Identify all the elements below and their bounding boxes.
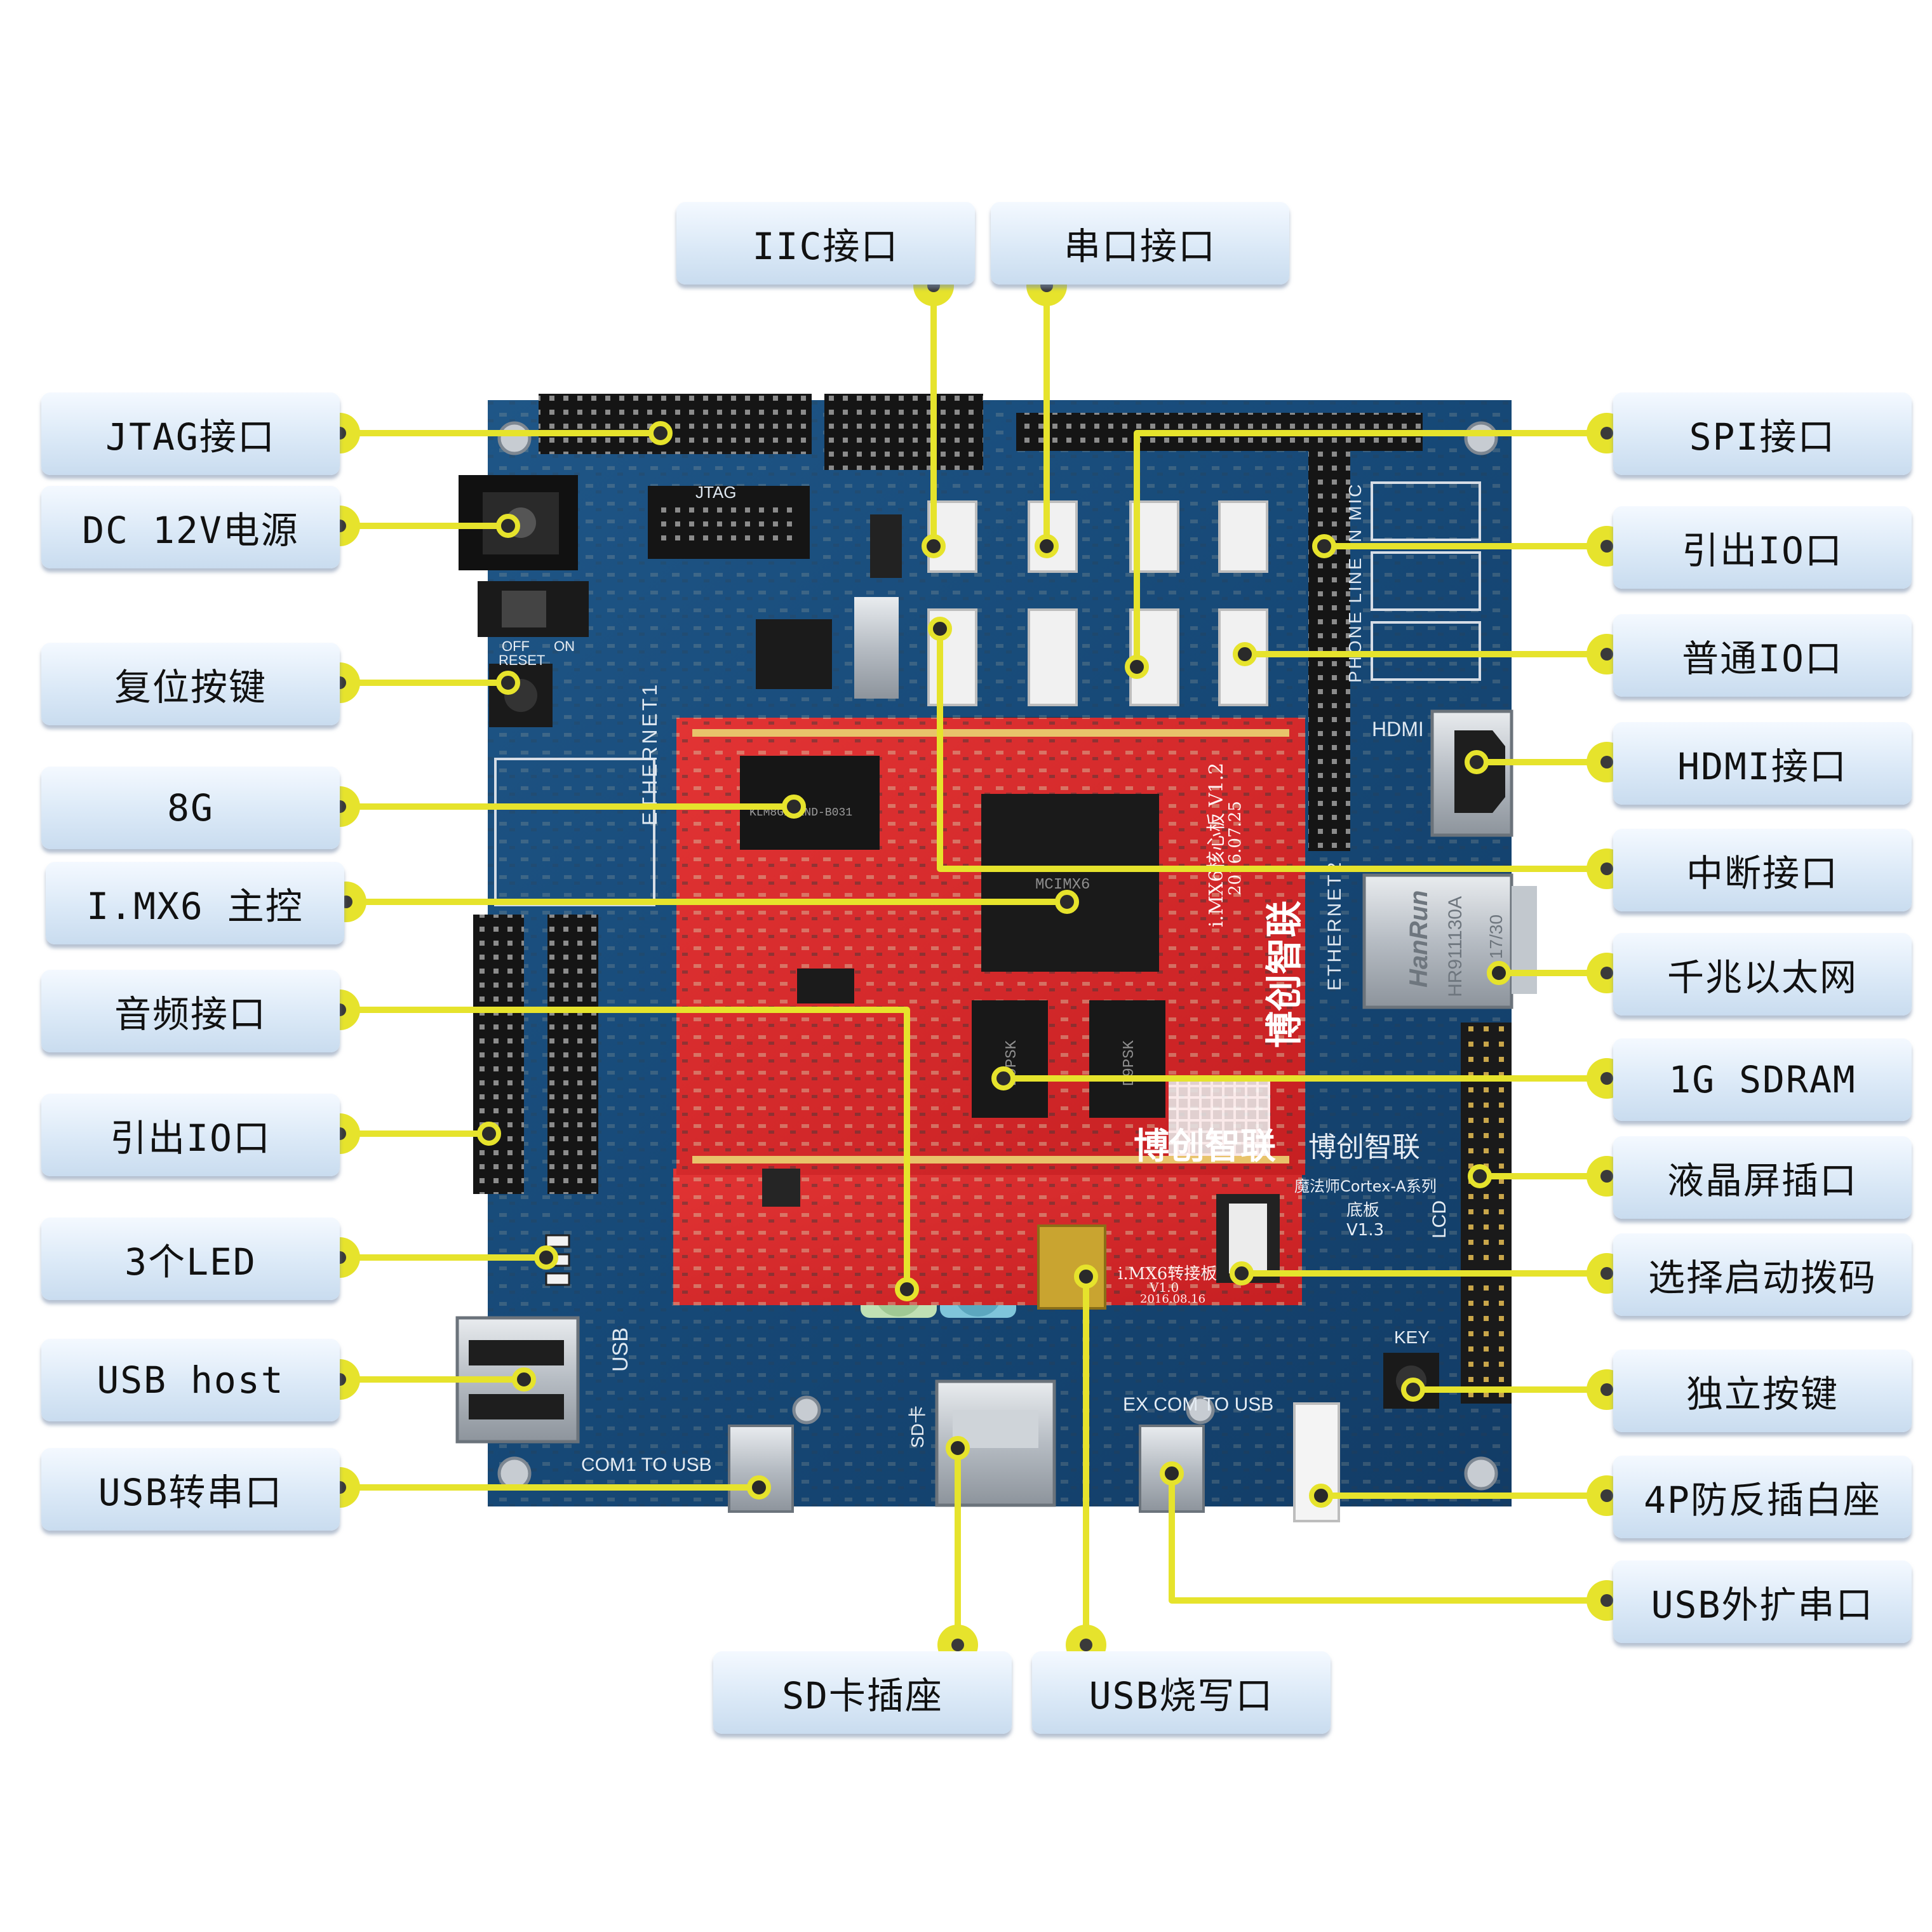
silk-jtag: JTAG (695, 483, 737, 502)
label-sdram: 1G SDRAM (1613, 1038, 1912, 1121)
label-reset: 复位按键 (41, 643, 340, 725)
label-spi: SPI接口 (1613, 392, 1912, 475)
label-cpu: I.MX6 主控 (46, 862, 344, 944)
label-uart: 串口接口 (991, 202, 1289, 285)
leader-spi (1134, 430, 1607, 667)
label-usb-ext: USB外扩串口 (1613, 1560, 1912, 1643)
label-dc: DC 12V电源 (41, 486, 340, 568)
silk-key: KEY (1394, 1327, 1430, 1347)
label-io-right: 引出IO口 (1613, 506, 1912, 589)
adapter-version: V1.0 (1150, 1280, 1179, 1295)
silk-board-name: 底板 (1346, 1201, 1380, 1220)
adapter-date: 2016.08.16 (1140, 1292, 1206, 1306)
adapter-name: i.MX6转接板 (1118, 1265, 1218, 1284)
silk-board-brand: 博创智联 (1308, 1131, 1420, 1164)
silk-reset: RESET (499, 652, 546, 668)
label-usb-host: USB host (41, 1339, 340, 1421)
leader-irq (937, 629, 1607, 872)
label-usb-uart: USB转串口 (41, 1448, 340, 1531)
silk-ex-com-to-usb: EX COM TO USB (1123, 1394, 1274, 1415)
silk-com1-to-usb: COM1 TO USB (581, 1454, 712, 1475)
label-p4: 4P防反插白座 (1613, 1456, 1912, 1538)
label-io-left: 引出IO口 (41, 1094, 340, 1176)
silk-board-version: V1.3 (1346, 1221, 1385, 1240)
label-sd: SD卡插座 (713, 1651, 1012, 1734)
label-usb-burn: USB烧写口 (1032, 1651, 1331, 1734)
label-lcd: 液晶屏插口 (1613, 1136, 1912, 1219)
label-irq: 中断接口 (1613, 829, 1912, 911)
silk-on: ON (554, 638, 575, 654)
label-boot: 选择启动拨码 (1613, 1233, 1912, 1316)
label-eth: 千兆以太网 (1613, 933, 1912, 1016)
label-gpio: 普通IO口 (1613, 614, 1912, 697)
label-jtag: JTAG接口 (41, 392, 340, 475)
core-brand-bottom: 博创智联 (1134, 1126, 1276, 1167)
label-emmc: 8G (41, 767, 340, 849)
label-led: 3个LED (41, 1218, 340, 1300)
silk-off: OFF (502, 638, 530, 654)
label-iic: IIC接口 (676, 202, 975, 285)
silk-hdmi: HDMI (1372, 718, 1424, 741)
label-hdmi: HDMI接口 (1613, 722, 1912, 805)
silk-board-series: 魔法师Cortex-A系列 (1294, 1177, 1437, 1195)
label-audio: 音频接口 (41, 970, 340, 1052)
leader-usb-ext (1169, 1473, 1607, 1604)
leader-audio (340, 1007, 910, 1289)
label-key: 独立按键 (1613, 1350, 1912, 1432)
